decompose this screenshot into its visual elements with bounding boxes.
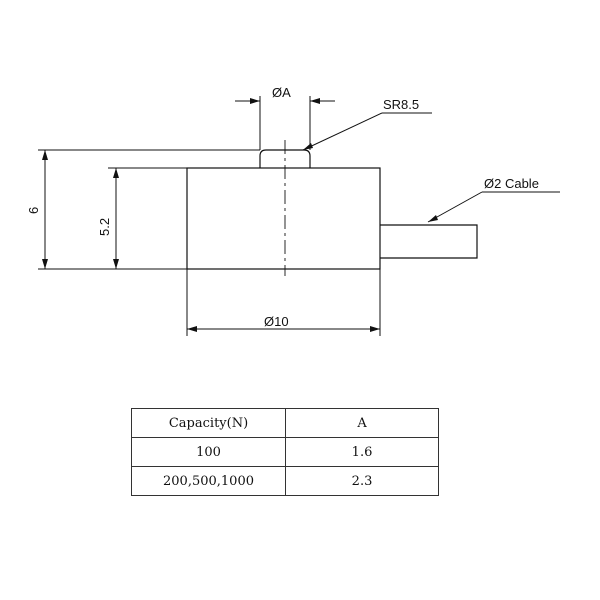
capacity-table: Capacity(N) A 100 1.6 200,500,1000 2.3	[130, 408, 439, 496]
cable-label: Ø2 Cable	[484, 176, 539, 191]
table-cell-capacity: 200,500,1000	[130, 466, 287, 496]
table-header-a: A	[285, 408, 439, 438]
dim-body-height	[108, 167, 187, 269]
sphere-radius-label: SR8.5	[383, 97, 419, 112]
dim-body-diameter	[186, 269, 381, 336]
table-row: 200,500,1000 2.3	[130, 466, 439, 496]
sensor-body	[186, 167, 381, 270]
dim-cable	[427, 191, 560, 223]
pin-diameter-label: ØA	[272, 85, 291, 100]
table-row: 100 1.6	[130, 437, 439, 467]
table-header-capacity: Capacity(N)	[130, 408, 287, 438]
cable	[380, 224, 478, 259]
dim-pin-diameter	[235, 96, 335, 150]
body-height-label: 5.2	[97, 218, 112, 236]
table-cell-a: 1.6	[285, 437, 439, 467]
total-height-label: 6	[26, 207, 41, 214]
table-cell-a: 2.3	[285, 466, 439, 496]
dim-total-height	[38, 149, 260, 270]
body-diameter-label: Ø10	[264, 314, 289, 329]
table-cell-capacity: 100	[130, 437, 287, 467]
dim-sphere-radius	[302, 112, 432, 151]
table-header-row: Capacity(N) A	[130, 408, 439, 438]
